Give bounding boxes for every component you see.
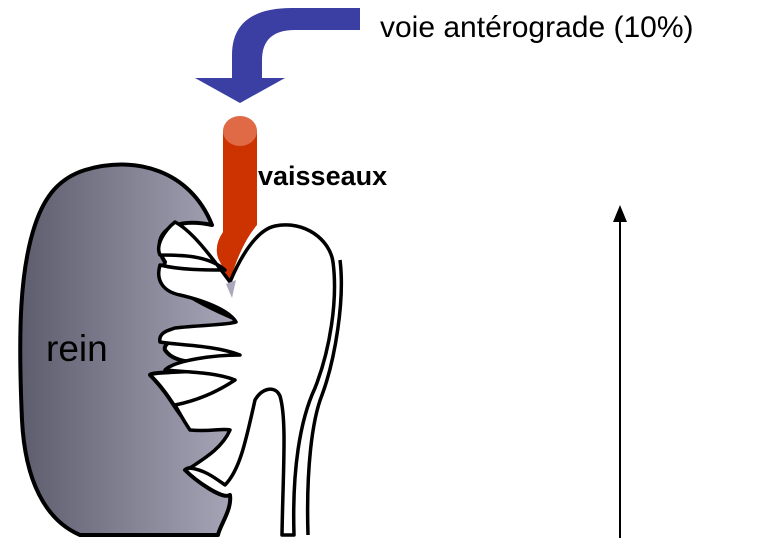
kidney-label: rein bbox=[46, 330, 108, 367]
vessels-label: vaisseaux bbox=[258, 163, 387, 190]
up-arrow-icon bbox=[613, 205, 627, 538]
curved-down-arrow-icon bbox=[195, 8, 360, 103]
route-label: voie antérograde (10%) bbox=[380, 13, 694, 43]
